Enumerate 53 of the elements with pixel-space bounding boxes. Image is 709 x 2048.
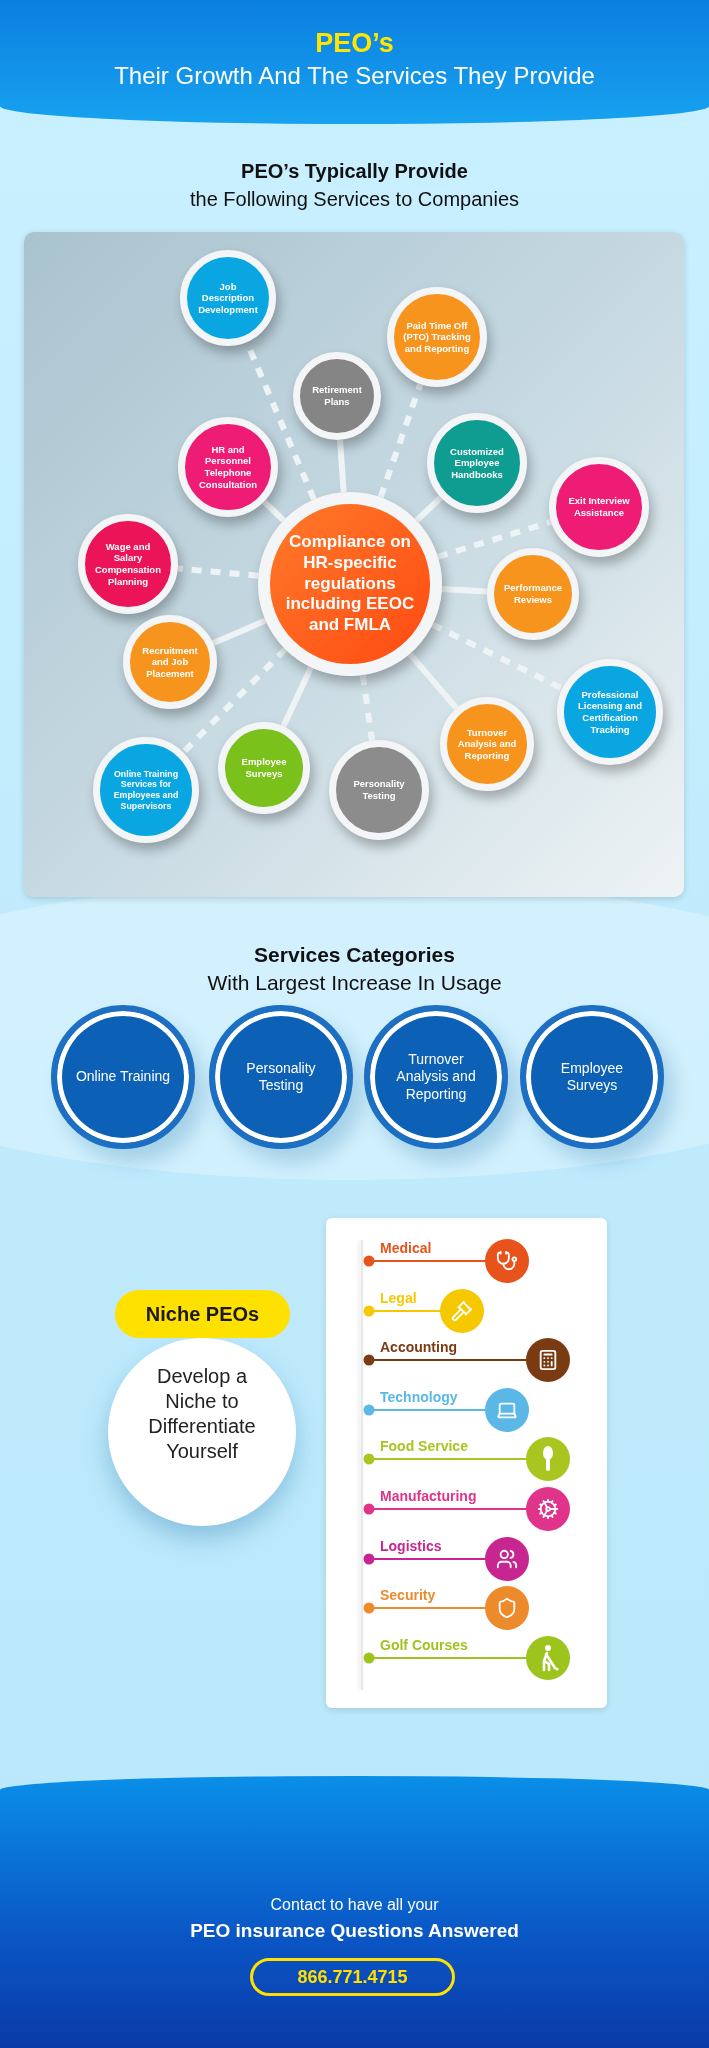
- industry-label: Accounting: [380, 1339, 457, 1356]
- phone-number-button: 866.771.4715: [250, 1958, 455, 1996]
- node-text: Turnover Analysis and Reporting: [456, 726, 518, 762]
- industry-label: Legal: [380, 1289, 417, 1306]
- node-text: Niche PEOs: [145, 1302, 260, 1326]
- node-text: Professional Licensing and Certification Tracking: [577, 688, 643, 736]
- node-text: Recruitment and Job Placement: [141, 644, 199, 680]
- node-text: Online Training: [75, 1068, 171, 1086]
- industry-label: Golf Courses: [380, 1636, 468, 1653]
- node-text: Compliance on HR-specific regulations including EEOC and FMLA: [284, 532, 416, 636]
- contact-text: Contact to have all your: [269, 1896, 440, 1914]
- heading-pill: [115, 1290, 290, 1338]
- industry-label: Logistics: [380, 1537, 442, 1554]
- node-text: Wage and Salary Compensation Planning: [94, 540, 162, 588]
- dashed-connector: [437, 518, 553, 560]
- node-text: Develop a Niche to Differentiate Yourself: [147, 1364, 257, 1464]
- node-text: HR and Personnel Telephone Consultation: [197, 443, 259, 491]
- industry-label: Medical: [380, 1240, 432, 1256]
- industry-label: Manufacturing: [380, 1488, 477, 1504]
- dashed-connector: [431, 621, 564, 692]
- connector-line: [262, 499, 286, 523]
- connector-line: [337, 439, 347, 493]
- dashed-connector: [359, 674, 375, 741]
- title: PEO’s: [314, 28, 395, 59]
- connector-line: [407, 651, 459, 711]
- node-text: Performance Reviews: [502, 582, 564, 606]
- node-text: Job Description Development: [197, 280, 259, 316]
- node-text: Turnover Analysis and Reporting: [395, 1050, 477, 1104]
- contact-heading: PEO insurance Questions Answered: [189, 1920, 520, 1942]
- connector-line: [280, 666, 314, 728]
- dashed-connector: [377, 383, 424, 499]
- section-heading: Services Categories: [253, 943, 456, 967]
- connector-line: [441, 586, 488, 595]
- dashed-connector: [177, 565, 259, 579]
- node-text: Retirement Plans: [311, 384, 363, 408]
- section-heading: PEO’s Typically Provide: [240, 160, 469, 183]
- subtitle: Their Growth And The Services They Provide: [113, 62, 596, 90]
- connector-line: [414, 495, 443, 523]
- industry-label: Technology: [380, 1388, 458, 1405]
- node-text: Customized Employee Handbooks: [449, 445, 505, 481]
- node-text: Personality Testing: [352, 778, 406, 802]
- section-subheading: With Largest Increase In Usage: [206, 971, 503, 995]
- industry-label: Security: [380, 1587, 436, 1604]
- node-text: Employee Surveys: [240, 756, 288, 780]
- node-text: Online Training Services for Employees and Supervisors: [112, 768, 180, 812]
- node-text: Exit Interview Assistance: [567, 495, 631, 519]
- dashed-connector: [181, 647, 288, 755]
- node-text: Personality Testing: [245, 1059, 317, 1095]
- node-text: Paid Time Off (PTO) Tracking and Reporting: [402, 319, 472, 355]
- section-subheading: the Following Services to Companies: [188, 188, 520, 211]
- connector-line: [211, 617, 267, 647]
- node-text: Employee Surveys: [559, 1059, 625, 1095]
- industry-label: Food Service: [380, 1438, 468, 1455]
